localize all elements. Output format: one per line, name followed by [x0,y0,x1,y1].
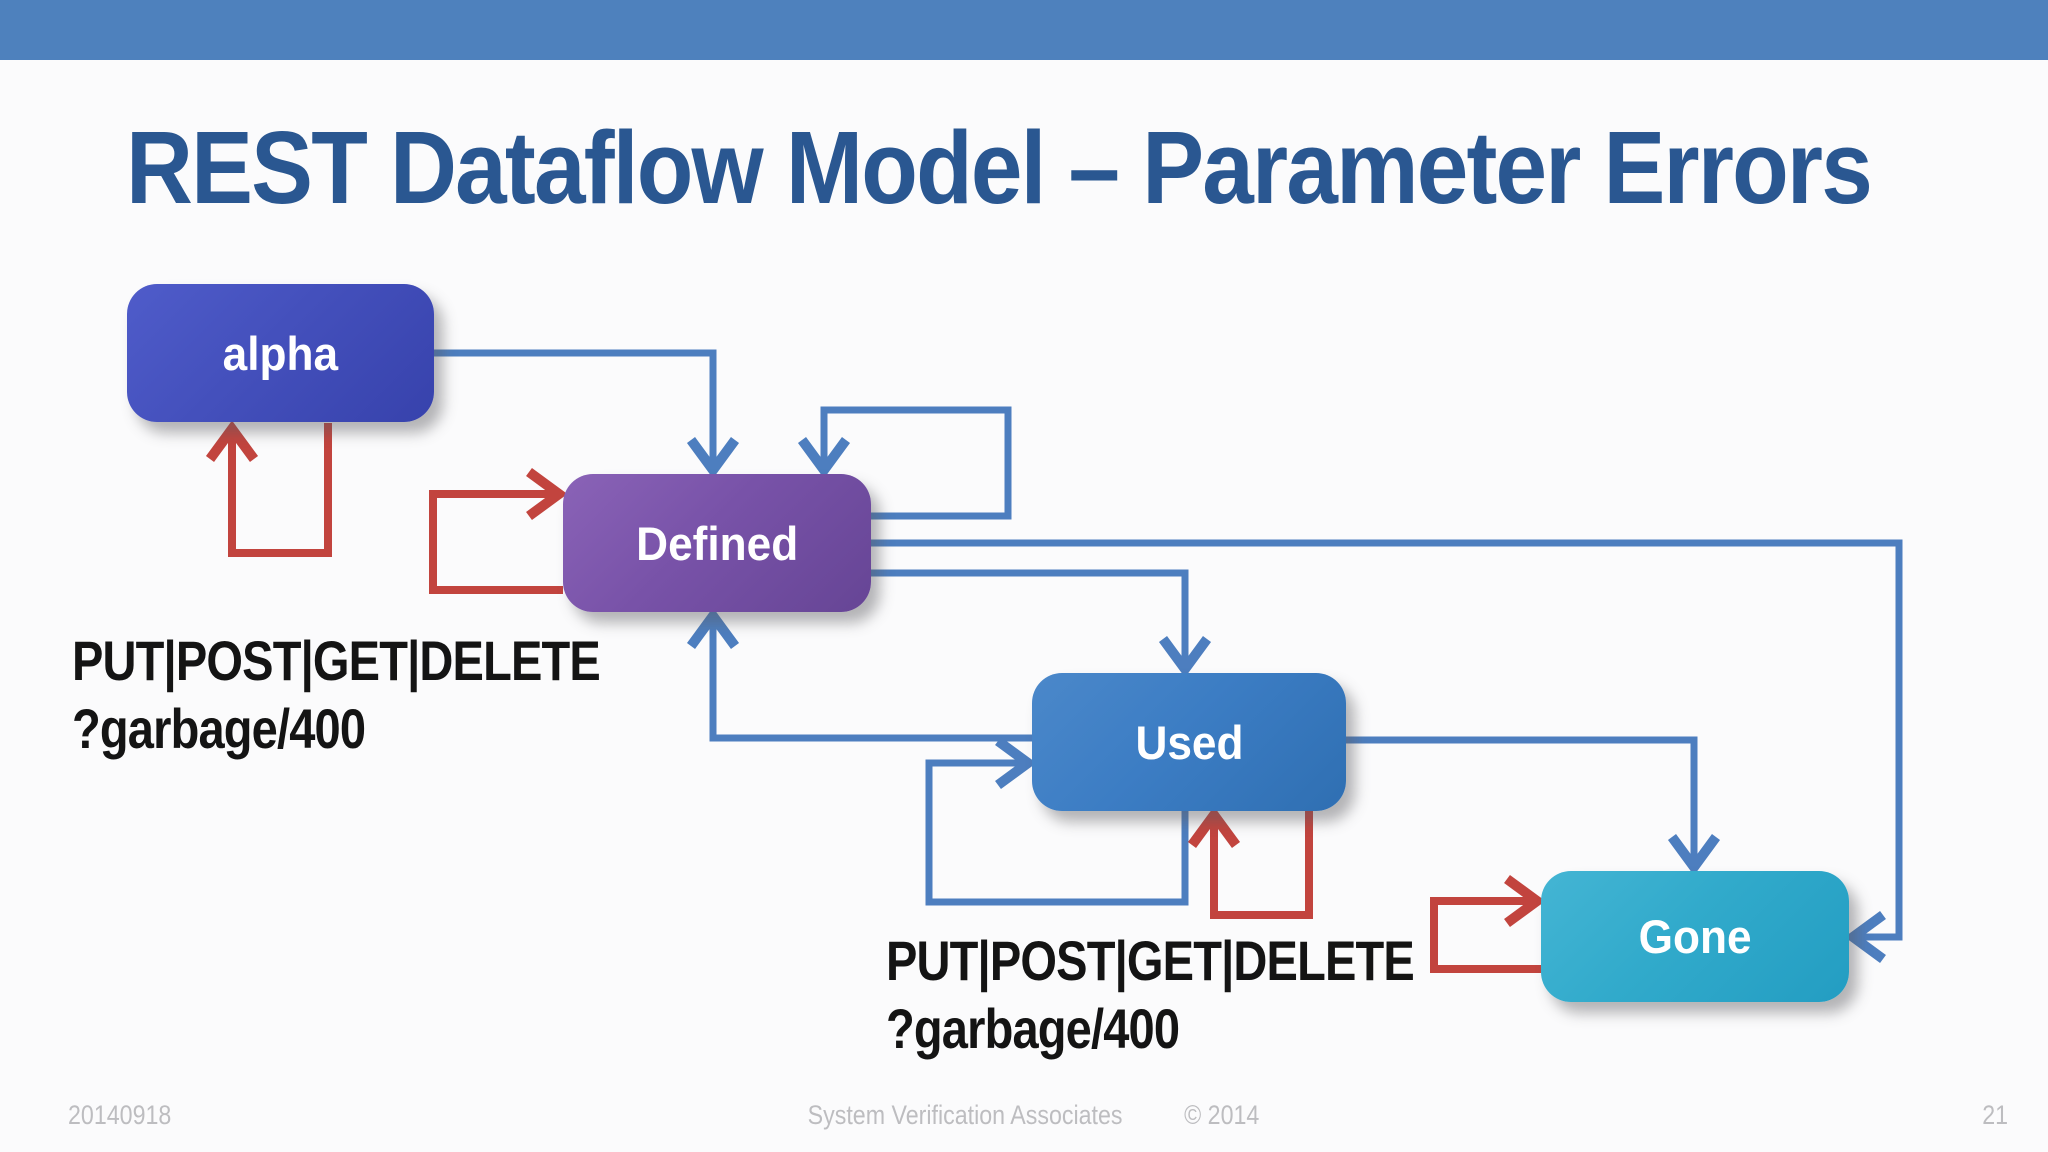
footer-copyright: © 2014 [1184,1100,1260,1130]
error-label-used-methods: PUT|POST|GET|DELETE [886,929,1415,992]
arrow-defined-self-loop [820,406,1012,520]
error-label-alpha-methods: PUT|POST|GET|DELETE [72,629,601,692]
state-node-used-label: Used [1134,715,1244,769]
slide-title: REST Dataflow Model – Parameter Errors [126,110,1873,225]
error-label-used: PUT|POST|GET|DELETE ?garbage/400 [886,927,1415,1064]
arrow-defined-to-gone [871,539,1903,941]
state-node-defined-label: Defined [635,516,799,570]
arrow-alpha-error-loop [228,423,332,557]
arrowhead-defined-self-loop [797,437,851,479]
error-label-used-garbage: ?garbage/400 [886,997,1180,1061]
arrowhead-used-to-gone [1667,834,1721,876]
arrowhead-gone-error-loop [1504,874,1546,928]
slide-top-accent-bar [0,0,2048,60]
footer-date: 20140918 [68,1100,172,1130]
footer-center: System Verification Associates © 2014 [0,1100,2048,1131]
arrowhead-alpha-to-defined [686,437,740,479]
state-node-alpha-label: alpha [222,326,339,380]
arrow-gone-error-loop [1430,897,1541,973]
arrow-used-self-loop [925,759,1189,906]
state-node-used: Used [1032,673,1346,811]
arrowhead-used-self-loop [995,736,1037,790]
arrow-used-to-gone [1346,736,1698,867]
arrowhead-defined-to-gone [1844,910,1886,964]
state-node-alpha: alpha [127,284,434,422]
arrowhead-alpha-error-loop [205,420,259,462]
error-label-alpha-garbage: ?garbage/400 [72,697,366,761]
state-node-defined: Defined [563,474,871,612]
footer-org: System Verification Associates [807,1100,1123,1130]
arrow-defined-error-loop [429,490,563,594]
arrowhead-defined-error-loop [526,467,568,521]
arrow-defined-to-used [871,569,1189,669]
state-node-gone: Gone [1541,871,1849,1002]
slide-footer: 20140918 System Verification Associates ©… [0,1100,2048,1140]
state-node-gone-label: Gone [1638,910,1752,963]
arrowhead-used-error-loop [1187,806,1241,848]
arrowhead-defined-to-used [1158,636,1212,678]
arrow-alpha-to-defined [434,349,717,470]
error-label-alpha: PUT|POST|GET|DELETE ?garbage/400 [72,627,601,764]
arrow-used-error-loop [1210,811,1313,919]
arrow-used-to-defined [709,616,1032,742]
arrowhead-used-to-defined [686,607,740,649]
footer-page-number: 21 [1982,1100,2008,1130]
